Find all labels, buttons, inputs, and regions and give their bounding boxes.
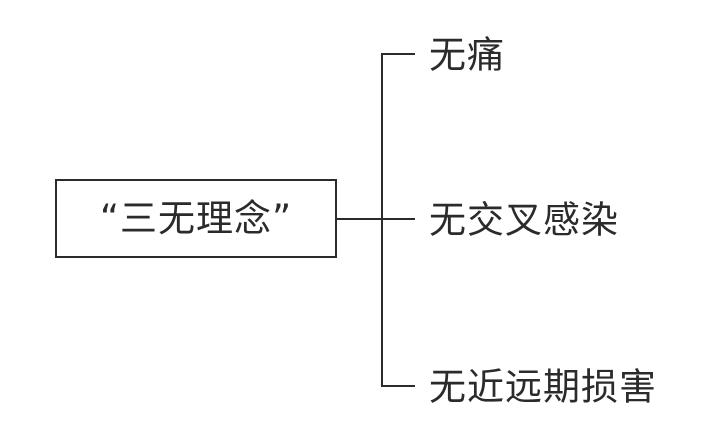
branch-stub-line-2 [381,218,415,220]
root-to-bracket-connector-line [337,218,383,220]
branch-stub-line-3 [381,385,415,387]
root-concept-box: “三无理念” [55,179,337,258]
branch-label-2: 无交叉感染 [429,198,619,242]
branch-stub-line-1 [381,53,415,55]
root-concept-label: “三无理念” [99,197,293,240]
branch-label-1: 无痛 [429,33,505,77]
branch-label-3: 无近远期损害 [429,365,657,409]
bracket-trunk-line [381,53,383,387]
